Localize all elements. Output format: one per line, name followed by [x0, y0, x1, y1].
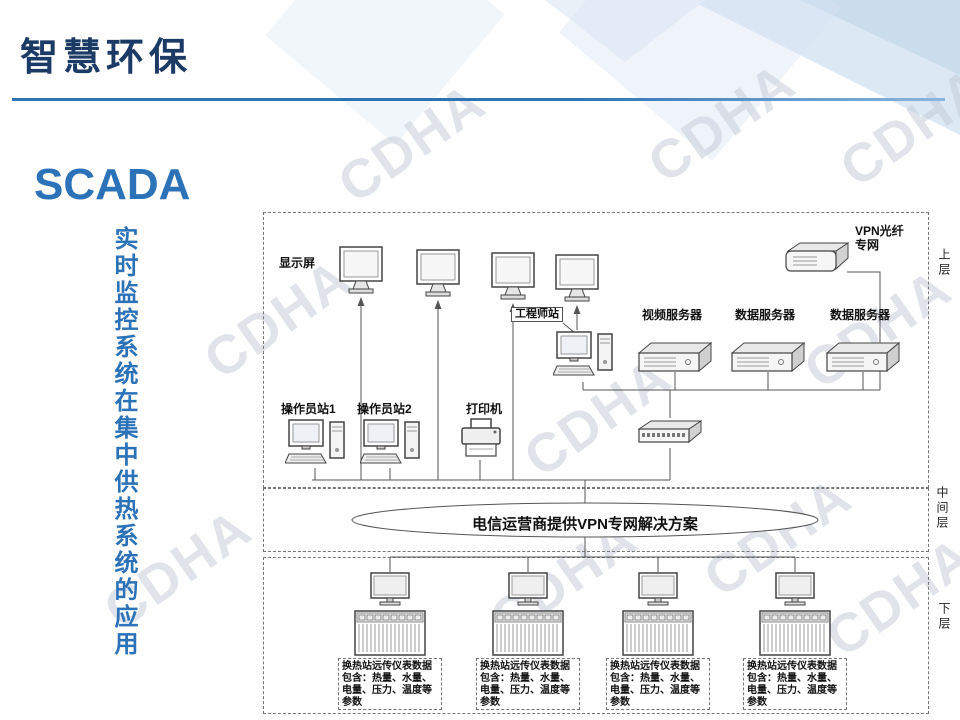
printer-label: 打印机 — [466, 402, 503, 416]
substation-data-note: 换热站远传仪表数据 包含：热量、水量、 电量、压力、温度等 参数 — [476, 658, 580, 710]
data-server-icon — [731, 342, 805, 372]
data-server-icon — [826, 342, 900, 372]
note-line: 参数 — [747, 697, 767, 708]
engineer-station-label: 工程师站 — [511, 307, 563, 323]
operator2-label: 操作员站2 — [357, 402, 412, 416]
page-title: 智慧环保 — [20, 37, 193, 79]
substation-monitor-icon — [370, 572, 410, 606]
substation-monitor-icon — [638, 572, 678, 606]
network-switch-icon — [638, 420, 702, 443]
operator2-workstation-icon — [360, 419, 420, 464]
plc-rack-icon — [759, 610, 831, 656]
display-monitor-icon — [491, 252, 535, 300]
data-server-label-1: 数据服务器 — [735, 308, 796, 322]
layer-label-upper: 上层 — [937, 248, 951, 278]
vpn-router-icon — [785, 242, 849, 272]
layer-label-lower: 下层 — [937, 602, 951, 632]
substation-monitor-icon — [775, 572, 815, 606]
note-line: 换热站远传仪表数据 — [342, 661, 432, 672]
substation-data-note: 换热站远传仪表数据 包含：热量、水量、 电量、压力、温度等 参数 — [338, 658, 442, 710]
middle-layer-box — [263, 488, 929, 552]
video-server-icon — [638, 342, 712, 372]
note-line: 换热站远传仪表数据 — [610, 661, 700, 672]
scada-heading: SCADA — [34, 160, 191, 209]
upper-layer-box — [263, 212, 929, 488]
vpn-network-label: 电信运营商提供VPN专网解决方案 — [472, 516, 698, 533]
display-monitor-icon — [416, 249, 460, 297]
note-line: 电量、压力、温度等 — [747, 685, 837, 696]
note-line: 电量、压力、温度等 — [610, 685, 700, 696]
connection-lines — [312, 271, 881, 572]
note-line: 换热站远传仪表数据 — [480, 661, 570, 672]
network-diagram: 显示屏 VPN光纤专网 工程师站 视频服务器 数据服务器 数据服务器 操作员站1… — [263, 212, 931, 715]
plc-rack-icon — [354, 610, 426, 656]
plc-rack-icon — [622, 610, 694, 656]
layer-label-middle: 中间层 — [935, 486, 949, 531]
note-line: 参数 — [342, 697, 362, 708]
display-label: 显示屏 — [279, 256, 316, 270]
operator1-label: 操作员站1 — [281, 402, 336, 416]
note-line: 参数 — [480, 697, 500, 708]
printer-icon — [461, 418, 501, 457]
display-monitor-icon — [555, 254, 599, 302]
side-caption: 实时监控系统在集中供热系统的应用 — [110, 226, 137, 658]
vpn-label: VPN光纤专网 — [855, 224, 904, 252]
note-line: 包含：热量、水量、 — [342, 673, 432, 684]
plc-rack-icon — [492, 610, 564, 656]
note-line: 电量、压力、温度等 — [342, 685, 432, 696]
note-line: 包含：热量、水量、 — [480, 673, 570, 684]
substation-monitor-icon — [508, 572, 548, 606]
note-line: 换热站远传仪表数据 — [747, 661, 837, 672]
engineer-workstation-icon — [553, 331, 613, 376]
title-divider — [12, 98, 945, 101]
display-monitor-icon — [339, 246, 383, 294]
video-server-label: 视频服务器 — [642, 308, 703, 322]
data-server-label-2: 数据服务器 — [830, 308, 891, 322]
note-line: 电量、压力、温度等 — [480, 685, 570, 696]
substation-data-note: 换热站远传仪表数据 包含：热量、水量、 电量、压力、温度等 参数 — [606, 658, 710, 710]
operator1-workstation-icon — [285, 419, 345, 464]
substation-data-note: 换热站远传仪表数据 包含：热量、水量、 电量、压力、温度等 参数 — [743, 658, 847, 710]
note-line: 包含：热量、水量、 — [610, 673, 700, 684]
note-line: 参数 — [610, 697, 630, 708]
note-line: 包含：热量、水量、 — [747, 673, 837, 684]
